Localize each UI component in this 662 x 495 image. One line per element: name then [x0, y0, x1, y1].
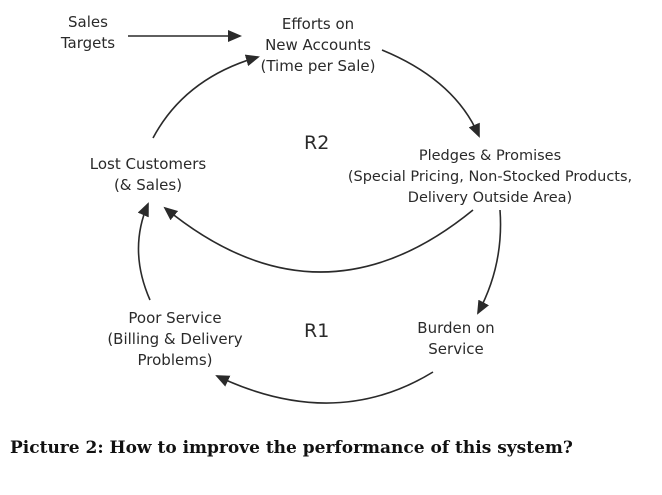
- node-line: Problems): [137, 351, 213, 369]
- node-pledges-and-promises: Pledges & Promises (Special Pricing, Non…: [330, 146, 650, 209]
- node-line: (Special Pricing, Non-Stocked Products,: [347, 169, 633, 185]
- node-line: Efforts on: [281, 15, 355, 33]
- node-line: (Billing & Delivery: [107, 330, 243, 348]
- node-line: Burden on: [417, 319, 495, 337]
- arrow-pledges-to-lost-customers: [163, 206, 474, 273]
- node-line: Poor Service: [128, 309, 222, 327]
- loop-label-r2: R2: [304, 132, 330, 154]
- arrow-lost-customers-to-efforts: [152, 54, 260, 139]
- diagram-arrows: [128, 30, 502, 404]
- node-line: Service: [428, 340, 484, 358]
- node-poor-service: Poor Service (Billing & Delivery Problem…: [100, 308, 250, 371]
- node-line: New Accounts: [265, 36, 371, 54]
- causal-loop-diagram: Sales Targets Efforts on New Accounts (T…: [52, 12, 650, 404]
- node-lost-customers: Lost Customers (& Sales): [78, 154, 218, 196]
- node-line: Lost Customers: [89, 155, 207, 173]
- node-burden-on-service: Burden on Service: [405, 318, 507, 360]
- node-line: (& Sales): [113, 176, 183, 194]
- arrow-efforts-to-pledges: [381, 49, 480, 138]
- node-line: Pledges & Promises: [418, 148, 562, 164]
- figure-caption: Picture 2: How to improve the performanc…: [10, 438, 573, 458]
- arrow-burden-to-poor-service: [215, 371, 434, 404]
- node-line: Delivery Outside Area): [407, 190, 573, 206]
- node-line: Targets: [60, 34, 116, 52]
- node-line: (Time per Sale): [260, 57, 376, 75]
- node-efforts-on-new-accounts: Efforts on New Accounts (Time per Sale): [252, 14, 384, 77]
- node-sales-targets: Sales Targets: [52, 12, 124, 54]
- arrow-pledges-to-burden: [477, 209, 502, 315]
- arrow-poor-service-to-lost-customers: [137, 202, 151, 301]
- node-line: Sales: [68, 13, 108, 31]
- loop-label-r1: R1: [304, 320, 330, 342]
